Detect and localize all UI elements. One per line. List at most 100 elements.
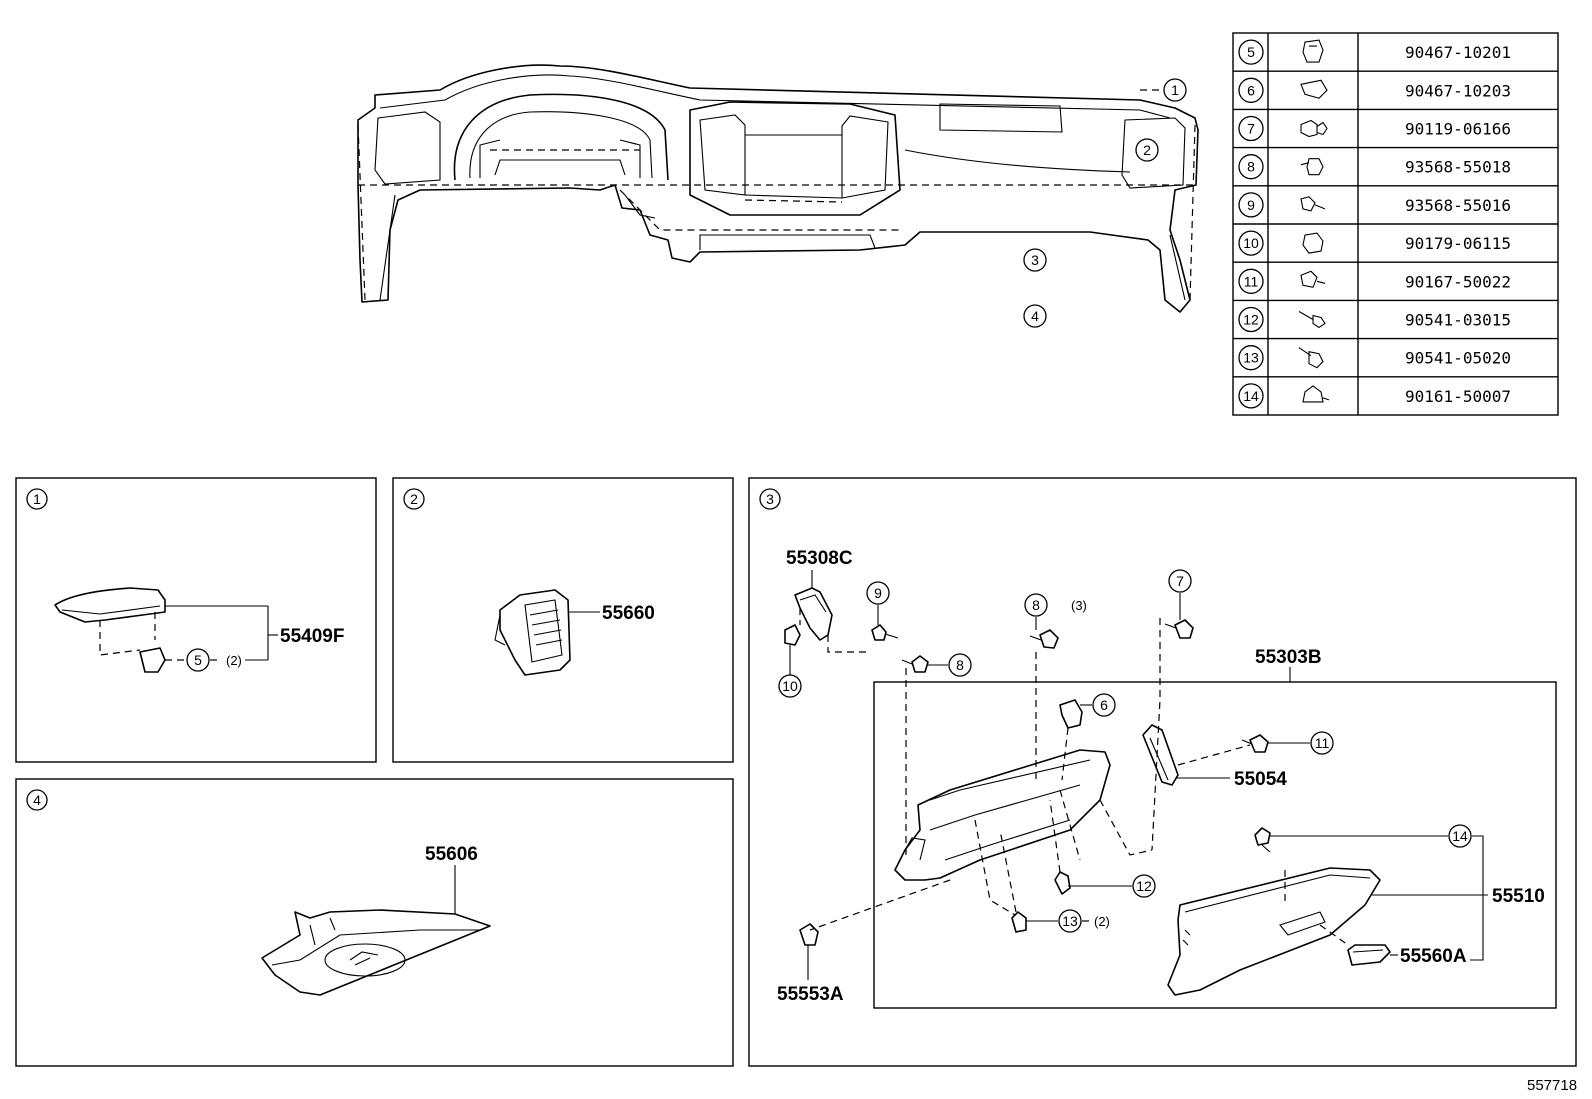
pin-12-part — [1049, 799, 1132, 895]
fastener-icon — [1300, 158, 1324, 176]
callout-number: 10 — [782, 678, 798, 694]
table-part-number: 90167-50022 — [1405, 272, 1511, 291]
part-label-55553A: 55553A — [777, 984, 844, 1005]
fastener-icon — [1302, 232, 1324, 254]
table-callout-number: 8 — [1247, 159, 1255, 175]
cushion-55553A-part — [799, 923, 819, 980]
glovebox-door-frame-part — [809, 749, 1153, 931]
callout-5-panel1: 5 — [186, 648, 210, 672]
table-part-number: 90467-10203 — [1405, 81, 1511, 100]
table-callout-number: 14 — [1243, 388, 1259, 404]
table-callout-circle — [1238, 192, 1264, 218]
callout-7: 7 — [1168, 569, 1192, 593]
lower-finish-panel-part — [261, 865, 491, 996]
panel-2-index: 2 — [403, 488, 425, 510]
callout-number: 4 — [1031, 308, 1039, 324]
part-label-55303B: 55303B — [1255, 647, 1322, 668]
panel-3-index: 3 — [759, 488, 781, 510]
callout-number: 6 — [1100, 697, 1108, 713]
callout-1-main: 1 — [1163, 78, 1187, 102]
handle-55560A-part — [1347, 944, 1398, 966]
callout-6: 6 — [1092, 693, 1116, 717]
table-callout-circle — [1238, 39, 1264, 65]
screw-9-part — [871, 605, 899, 641]
table-callout-circle — [1238, 345, 1264, 371]
callout-number: 2 — [1143, 142, 1151, 158]
side-vent-part — [494, 589, 600, 676]
table-part-number: 90541-05020 — [1405, 349, 1511, 368]
callout-10: 10 — [778, 674, 802, 698]
callout-number: 3 — [1031, 252, 1039, 268]
fastener-icon — [1298, 347, 1324, 369]
part-label-55409F: 55409F — [280, 626, 344, 647]
callout-number: 5 — [194, 652, 202, 668]
callout-number: 7 — [1176, 573, 1184, 589]
callout-12: 12 — [1132, 874, 1156, 898]
screw-7-part — [1151, 593, 1194, 851]
callout-8-upper: 8 — [1024, 593, 1048, 617]
table-callout-circle — [1238, 154, 1264, 180]
fastener-icon — [1300, 119, 1328, 138]
screw-14-part — [1254, 827, 1448, 853]
panel-1-cover-part — [54, 587, 278, 673]
table-callout-circle — [1238, 230, 1264, 256]
callout-number: 1 — [33, 491, 41, 507]
table-callout-number: 9 — [1247, 197, 1255, 213]
table-part-number: 90541-03015 — [1405, 311, 1511, 330]
panel-2-box — [392, 477, 734, 763]
table-part-number: 90161-50007 — [1405, 387, 1511, 406]
callout-2-main: 2 — [1135, 138, 1159, 162]
fastener-icon — [1302, 39, 1324, 63]
panel-1-box — [15, 477, 377, 763]
part-label-55560A: 55560A — [1400, 946, 1467, 967]
qty-label: (2) — [1094, 914, 1110, 929]
table-callout-number: 13 — [1243, 350, 1259, 366]
callout-13: 13 — [1058, 909, 1082, 933]
callout-number: 13 — [1062, 913, 1078, 929]
part-label-55660: 55660 — [602, 603, 655, 624]
table-callout-circle — [1238, 383, 1264, 409]
callout-number: 1 — [1171, 82, 1179, 98]
callout-number: 8 — [1032, 597, 1040, 613]
screw-8-upper-part — [1029, 617, 1059, 780]
instrument-panel-assembly — [357, 64, 1199, 313]
callout-number: 4 — [33, 792, 41, 808]
part-label-55308C: 55308C — [786, 548, 853, 569]
fastener-icon — [1298, 311, 1326, 329]
callout-number: 14 — [1452, 828, 1468, 844]
callout-number: 9 — [874, 585, 882, 601]
callout-number: 11 — [1315, 735, 1330, 751]
clip-6-part — [1059, 699, 1092, 781]
table-callout-circle — [1238, 306, 1264, 333]
glovebox-subassembly-box — [873, 681, 1557, 1009]
fastener-icon — [1300, 79, 1328, 99]
table-callout-circle — [1238, 268, 1264, 294]
part-label-55606: 55606 — [425, 844, 478, 865]
callout-4-main: 4 — [1023, 304, 1047, 328]
table-part-number: 93568-55016 — [1405, 196, 1511, 215]
table-part-number: 93568-55018 — [1405, 158, 1511, 177]
table-callout-circle — [1238, 115, 1264, 142]
callout-14: 14 — [1448, 824, 1472, 848]
pin-13-part — [999, 829, 1058, 933]
figure-code: 557718 — [1527, 1077, 1577, 1094]
table-callout-number: 11 — [1244, 273, 1259, 289]
qty-label: (2) — [226, 653, 242, 668]
table-callout-circle — [1238, 77, 1264, 103]
part-label-55510: 55510 — [1492, 886, 1545, 907]
part-label-55054: 55054 — [1234, 769, 1287, 790]
callout-3-main: 3 — [1023, 248, 1047, 272]
panel-3-box — [748, 477, 1577, 1067]
callout-11: 11 — [1310, 731, 1334, 755]
table-callout-number: 6 — [1247, 82, 1255, 98]
table-part-number: 90119-06166 — [1405, 120, 1511, 139]
fastener-icon — [1302, 385, 1330, 403]
fastener-icon — [1300, 196, 1326, 212]
screw-11-part — [1241, 734, 1310, 753]
callout-9: 9 — [866, 581, 890, 605]
panel-1-index: 1 — [26, 488, 48, 510]
table-callout-number: 10 — [1243, 235, 1259, 251]
callout-number: 12 — [1136, 878, 1152, 894]
